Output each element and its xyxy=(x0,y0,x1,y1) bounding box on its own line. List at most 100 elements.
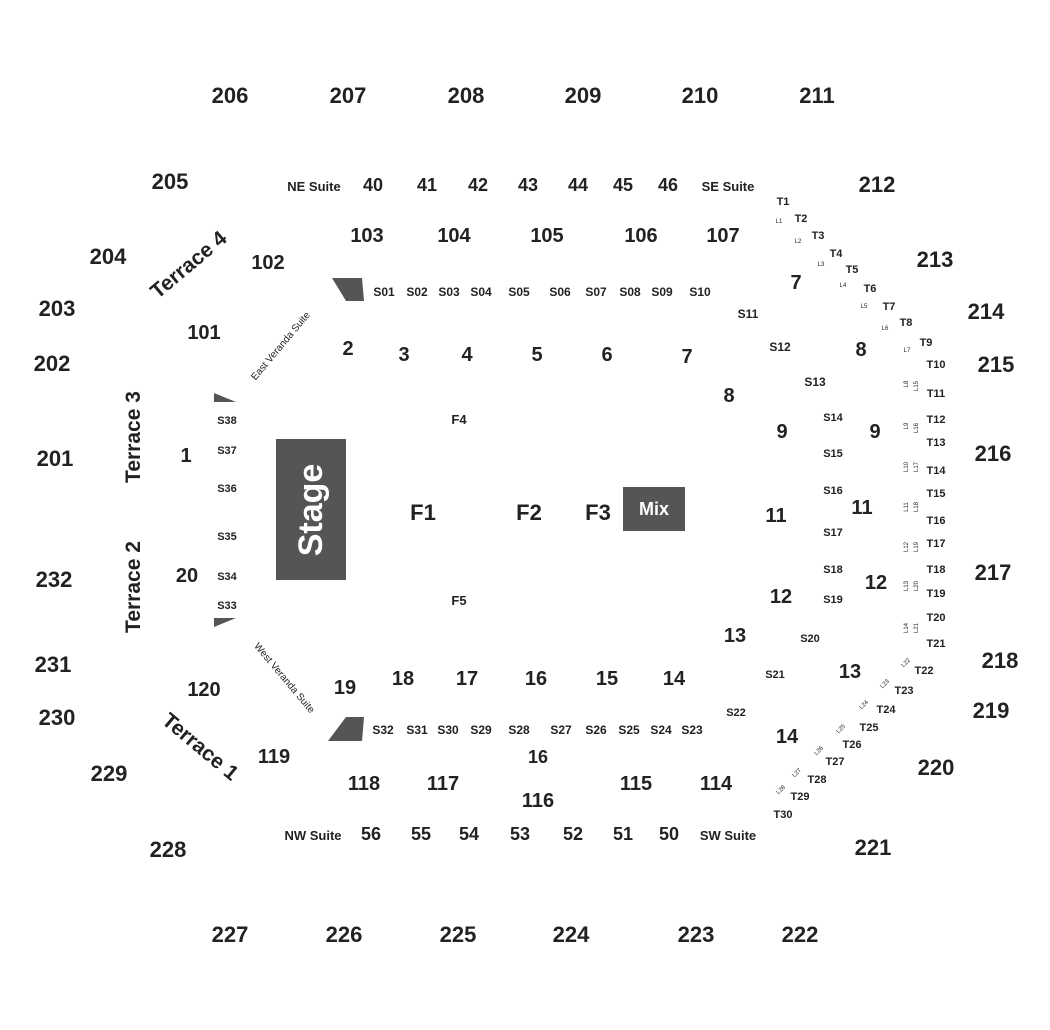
terrace-right-13[interactable]: 13 xyxy=(839,661,861,683)
suite-46[interactable]: 46 xyxy=(658,175,678,195)
section-117[interactable]: 117 xyxy=(427,773,459,795)
box-s19[interactable]: S19 xyxy=(823,594,843,606)
floor-5[interactable]: 5 xyxy=(531,344,542,366)
box-s17[interactable]: S17 xyxy=(823,527,843,539)
suite-41[interactable]: 41 xyxy=(417,175,437,195)
section-224[interactable]: 224 xyxy=(553,922,590,947)
section-210[interactable]: 210 xyxy=(682,83,719,108)
box-s03[interactable]: S03 xyxy=(438,285,460,299)
row-l10[interactable]: L10 xyxy=(904,461,910,472)
section-229[interactable]: 229 xyxy=(91,761,128,786)
floor-6[interactable]: 6 xyxy=(601,344,612,366)
section-201[interactable]: 201 xyxy=(37,446,74,471)
section-218[interactable]: 218 xyxy=(982,648,1019,673)
section-212[interactable]: 212 xyxy=(859,172,896,197)
row-l14[interactable]: L14 xyxy=(904,622,910,633)
box-s08[interactable]: S08 xyxy=(619,285,641,299)
section-106[interactable]: 106 xyxy=(624,225,657,247)
row-t13[interactable]: T13 xyxy=(927,437,946,449)
section-214[interactable]: 214 xyxy=(968,299,1005,324)
box-s20[interactable]: S20 xyxy=(800,633,820,645)
section-209[interactable]: 209 xyxy=(565,83,602,108)
suite-43[interactable]: 43 xyxy=(518,175,538,195)
row-l4[interactable]: L4 xyxy=(840,283,847,289)
box-s31[interactable]: S31 xyxy=(406,723,428,737)
section-221[interactable]: 221 xyxy=(855,835,892,860)
row-t9[interactable]: T9 xyxy=(920,337,933,349)
section-225[interactable]: 225 xyxy=(440,922,477,947)
nw-suite[interactable]: NW Suite xyxy=(284,828,341,843)
floor-1[interactable]: 1 xyxy=(180,445,191,467)
box-s22[interactable]: S22 xyxy=(726,707,746,719)
floor-20[interactable]: 20 xyxy=(176,565,198,587)
terrace-right-11[interactable]: 11 xyxy=(851,497,872,519)
row-l20[interactable]: L20 xyxy=(914,580,920,591)
suite-44[interactable]: 44 xyxy=(568,175,588,195)
row-t7[interactable]: T7 xyxy=(883,301,896,313)
row-l2[interactable]: L2 xyxy=(795,239,802,245)
row-t24[interactable]: T24 xyxy=(877,704,897,716)
row-t25[interactable]: T25 xyxy=(860,722,879,734)
floor-17[interactable]: 17 xyxy=(456,668,478,690)
row-l19[interactable]: L19 xyxy=(914,541,920,552)
box-s29[interactable]: S29 xyxy=(470,723,492,737)
section-205[interactable]: 205 xyxy=(152,169,189,194)
suite-52[interactable]: 52 xyxy=(563,824,583,844)
section-219[interactable]: 219 xyxy=(973,698,1010,723)
section-213[interactable]: 213 xyxy=(917,247,954,272)
section-227[interactable]: 227 xyxy=(212,922,249,947)
terrace-2[interactable]: Terrace 2 xyxy=(122,541,145,633)
row-t18[interactable]: T18 xyxy=(927,564,946,576)
row-t20[interactable]: T20 xyxy=(927,612,946,624)
section-203[interactable]: 203 xyxy=(39,296,76,321)
row-l5[interactable]: L5 xyxy=(861,304,868,310)
suite-51[interactable]: 51 xyxy=(613,824,633,844)
box-s02[interactable]: S02 xyxy=(406,285,428,299)
floor-2[interactable]: 2 xyxy=(342,338,353,360)
row-l27[interactable]: L27 xyxy=(792,767,804,779)
ne-suite[interactable]: NE Suite xyxy=(287,179,340,194)
row-t17[interactable]: T17 xyxy=(927,538,946,550)
row-t29[interactable]: T29 xyxy=(791,791,810,803)
box-s24[interactable]: S24 xyxy=(650,723,672,737)
row-t23[interactable]: T23 xyxy=(895,685,914,697)
section-119[interactable]: 119 xyxy=(258,746,290,768)
section-216[interactable]: 216 xyxy=(975,441,1012,466)
box-s14[interactable]: S14 xyxy=(823,412,843,424)
box-s05[interactable]: S05 xyxy=(508,285,530,299)
section-204[interactable]: 204 xyxy=(90,244,127,269)
row-l12[interactable]: L12 xyxy=(904,541,910,552)
box-s01[interactable]: S01 xyxy=(373,285,395,299)
section-226[interactable]: 226 xyxy=(326,922,363,947)
section-116[interactable]: 116 xyxy=(522,790,554,812)
row-t15[interactable]: T15 xyxy=(927,488,946,500)
section-102[interactable]: 102 xyxy=(251,252,284,274)
row-l7[interactable]: L7 xyxy=(904,348,911,354)
box-s28[interactable]: S28 xyxy=(508,723,530,737)
sw-suite[interactable]: SW Suite xyxy=(700,828,756,843)
row-t1[interactable]: T1 xyxy=(777,196,790,208)
east-veranda-suite[interactable]: East Veranda Suite xyxy=(249,310,313,383)
row-t30[interactable]: T30 xyxy=(774,809,793,821)
box-s32[interactable]: S32 xyxy=(372,723,394,737)
box-s12[interactable]: S12 xyxy=(769,340,791,354)
row-l23[interactable]: L23 xyxy=(880,678,892,690)
box-s38[interactable]: S38 xyxy=(217,415,237,427)
box-s04[interactable]: S04 xyxy=(470,285,492,299)
section-228[interactable]: 228 xyxy=(150,837,187,862)
suite-53[interactable]: 53 xyxy=(510,824,530,844)
terrace-right-9[interactable]: 9 xyxy=(869,421,880,443)
box-s15[interactable]: S15 xyxy=(823,448,843,460)
row-l18[interactable]: L18 xyxy=(914,501,920,512)
box-s06[interactable]: S06 xyxy=(549,285,571,299)
row-l21[interactable]: L21 xyxy=(914,622,920,633)
section-101[interactable]: 101 xyxy=(187,322,220,344)
floor-right-9[interactable]: 9 xyxy=(776,421,787,443)
floor-right-13[interactable]: 13 xyxy=(724,625,746,647)
suite-56[interactable]: 56 xyxy=(361,824,381,844)
row-t28[interactable]: T28 xyxy=(808,774,827,786)
box-s10[interactable]: S10 xyxy=(689,285,711,299)
row-t26[interactable]: T26 xyxy=(843,739,862,751)
box-s36[interactable]: S36 xyxy=(217,483,237,495)
west-veranda-suite[interactable]: West Veranda Suite xyxy=(251,641,316,716)
